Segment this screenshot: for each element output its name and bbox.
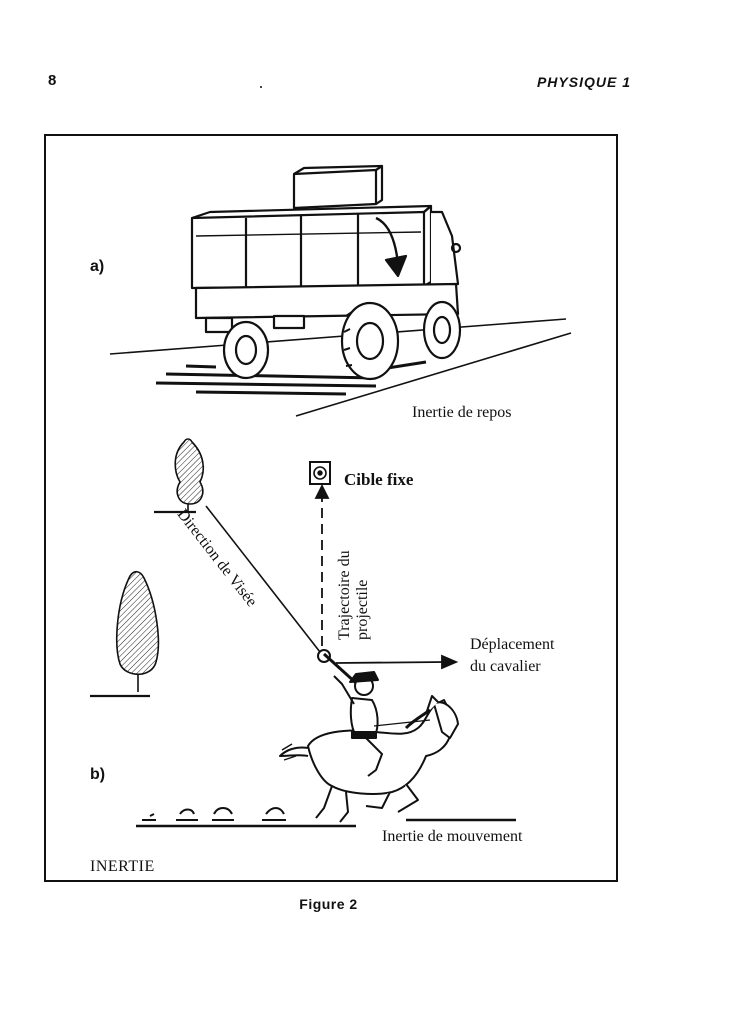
trajectory-label: Trajectoire du projectile	[336, 550, 372, 640]
rider-motion-line1: Déplacement	[470, 636, 555, 653]
figure-frame: a) Inertie de repos Cible fixe Direction…	[44, 134, 618, 882]
line-of-sight	[205, 505, 321, 653]
panel-b-caption: Inertie de mouvement	[382, 828, 523, 845]
trajectory-label-line1: Trajectoire du	[336, 550, 353, 640]
target-label: Cible fixe	[344, 470, 414, 489]
figure-illustration	[90, 164, 572, 828]
trajectory-label-line2: projectile	[354, 579, 371, 640]
tree-illustration	[90, 570, 160, 698]
running-title: PHYSIQUE 1	[536, 74, 631, 90]
page-number: 8	[48, 72, 57, 89]
panel-b-label: b)	[90, 766, 106, 783]
horse-rider-illustration	[279, 649, 459, 823]
rider-motion-arrow	[335, 654, 459, 670]
print-speck	[260, 86, 262, 88]
trajectory-arrow	[314, 483, 330, 646]
figure-corner-title: INERTIE	[90, 858, 155, 875]
truck-illustration	[109, 164, 572, 417]
target-icon	[309, 461, 331, 485]
rider-motion-label: Déplacement du cavalier	[470, 634, 554, 678]
figure-caption: Figure 2	[0, 896, 749, 914]
tree-illustration	[154, 438, 205, 514]
figure-caption-text: Figure 2	[299, 896, 358, 912]
rider-motion-line2: du cavalier	[470, 658, 541, 675]
ground-marks	[136, 807, 516, 828]
panel-a-label: a)	[90, 258, 105, 275]
panel-a-caption: Inertie de repos	[412, 404, 512, 421]
